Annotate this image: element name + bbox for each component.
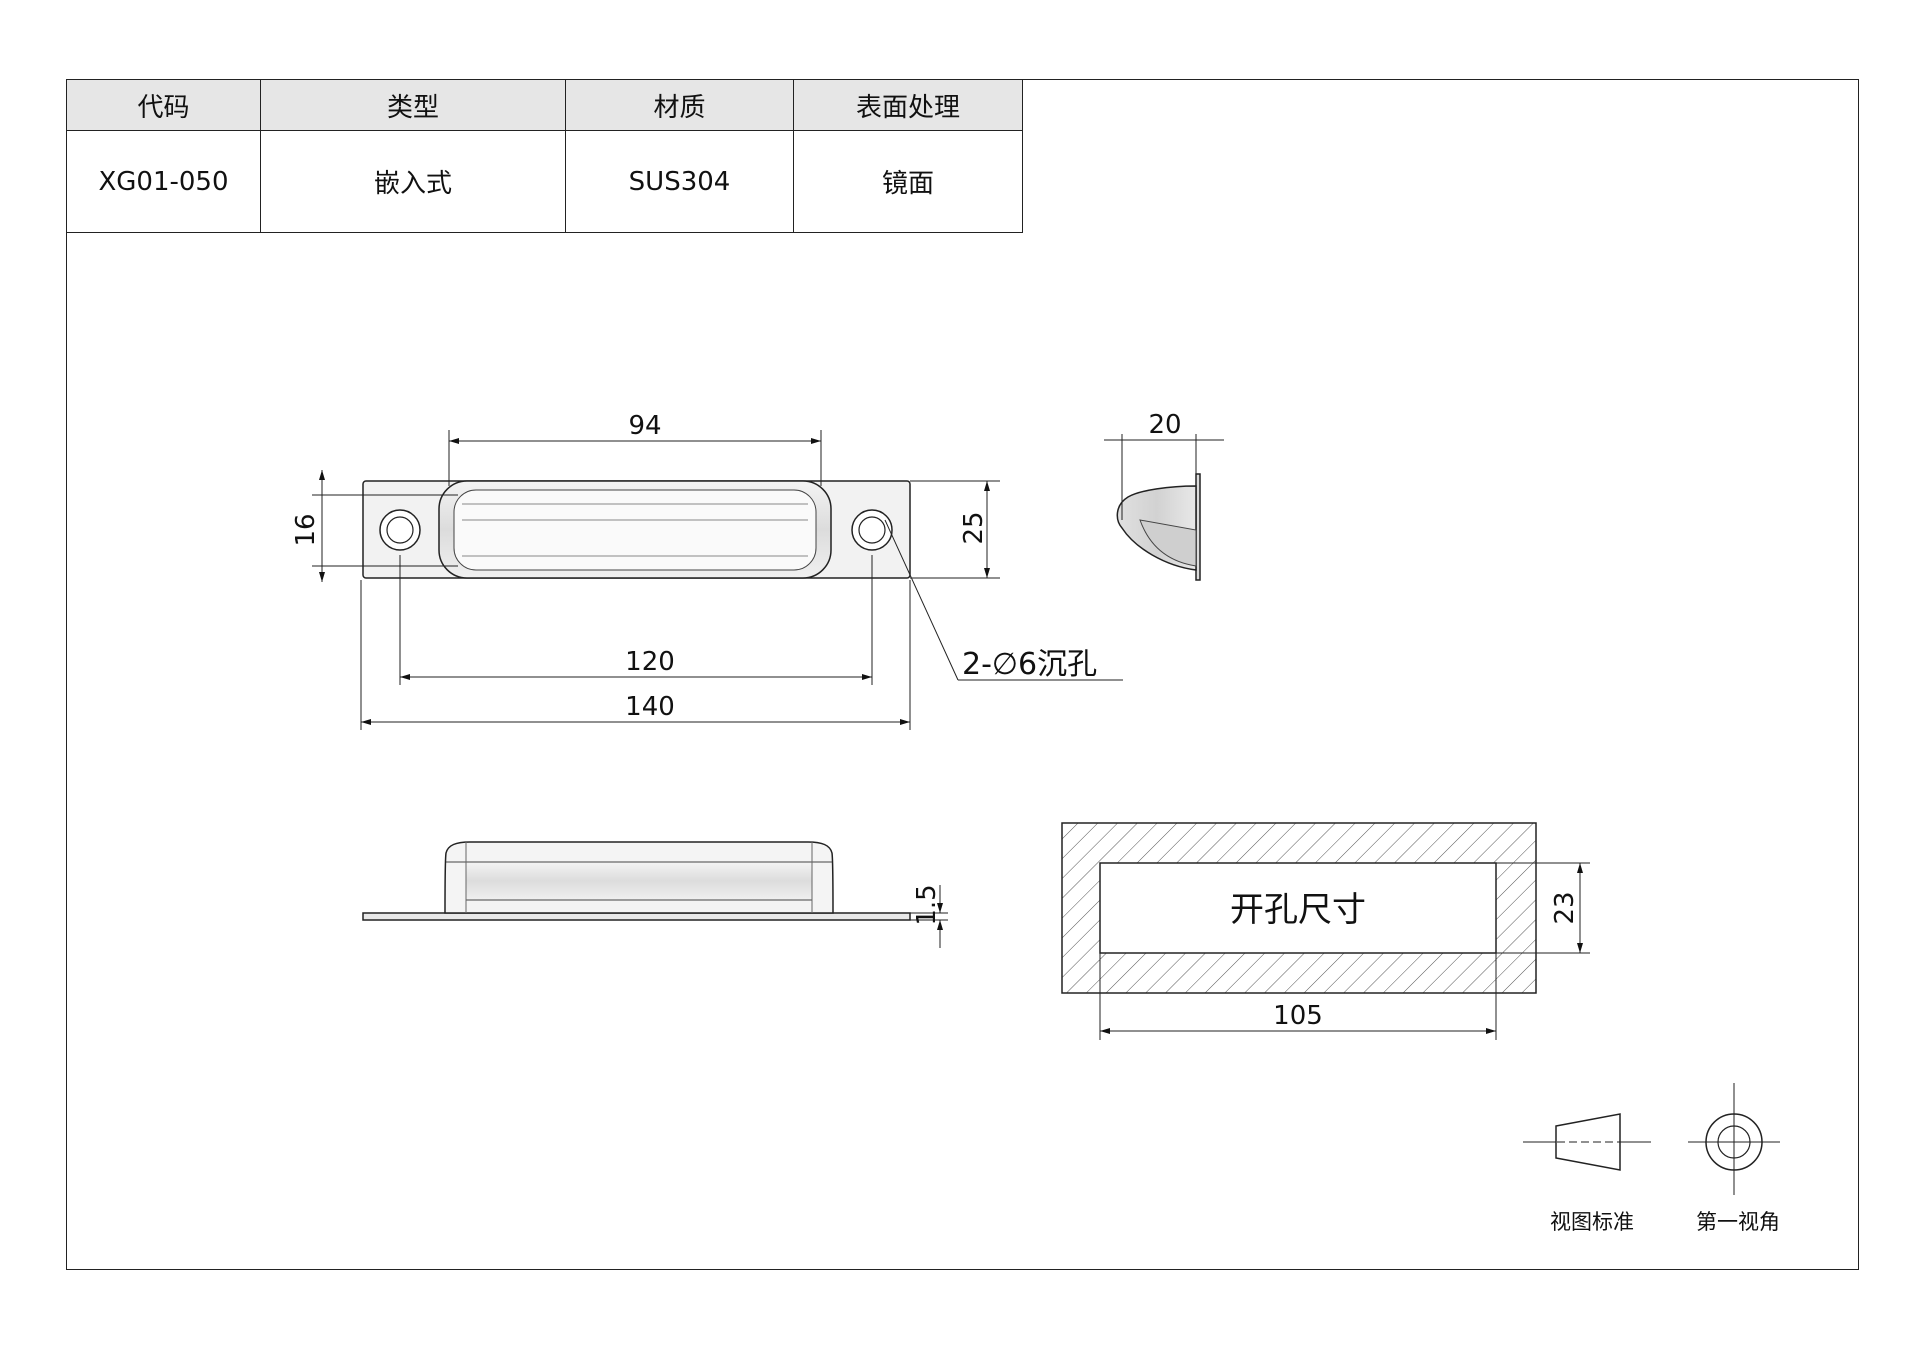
dim-width: 25 <box>959 511 989 544</box>
projection-label-angle: 第一视角 <box>1696 1210 1780 1234</box>
dim-overall-length: 140 <box>625 692 675 722</box>
cutout-label: 开孔尺寸 <box>1230 890 1366 930</box>
elevation-view: 1.5 <box>362 841 948 948</box>
header-type: 类型 <box>260 79 566 131</box>
side-view: 20 <box>1104 410 1224 581</box>
cone-front-icon <box>1705 1113 1763 1171</box>
header-surface: 表面处理 <box>793 79 1023 131</box>
dim-height: 16 <box>291 513 321 546</box>
recess-inner <box>453 489 817 571</box>
cutout-view: 开孔尺寸 23 105 <box>1061 822 1590 1040</box>
header-material: 材质 <box>565 79 794 131</box>
value-surface: 镜面 <box>793 130 1023 233</box>
value-code: XG01-050 <box>66 130 261 233</box>
hole-note: 2-∅6沉孔 <box>962 647 1097 682</box>
front-view: 94 16 25 120 140 2-∅6沉孔 <box>291 411 1123 730</box>
dim-depth: 20 <box>1148 410 1181 440</box>
dim-cutout-height: 23 <box>1550 891 1580 924</box>
dim-slot-length: 94 <box>628 411 661 441</box>
spec-table-header-row: 代码 类型 材质 表面处理 <box>66 79 1023 131</box>
dim-thickness: 1.5 <box>912 884 942 925</box>
plate-edge <box>362 912 911 921</box>
dim-cutout-width: 105 <box>1273 1001 1323 1031</box>
projection-symbol: 视图标准 第一视角 <box>1523 1083 1780 1234</box>
dim-hole-spacing: 120 <box>625 647 675 677</box>
projection-label-standard: 视图标准 <box>1550 1210 1634 1234</box>
spec-table: 代码 类型 材质 表面处理 XG01-050 嵌入式 SUS304 镜面 <box>66 79 1023 233</box>
spec-table-value-row: XG01-050 嵌入式 SUS304 镜面 <box>66 130 1023 233</box>
value-material: SUS304 <box>565 130 794 233</box>
cutout-opening <box>1099 862 1497 954</box>
